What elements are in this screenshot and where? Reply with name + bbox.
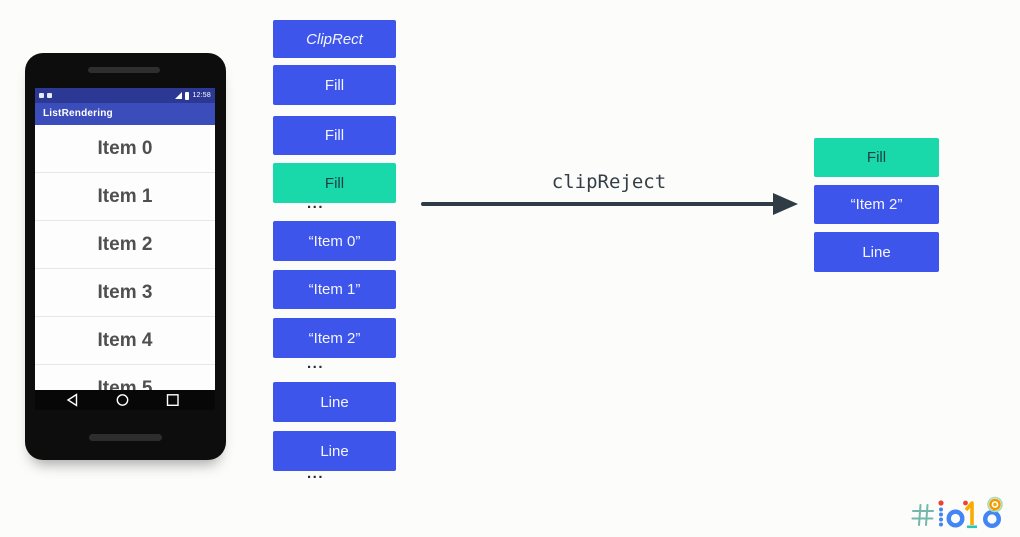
logo-o bbox=[946, 509, 965, 528]
battery-icon bbox=[185, 91, 190, 100]
display-op-fill: Fill bbox=[273, 65, 396, 105]
status-bar: 12:58 bbox=[35, 88, 215, 103]
nav-icons bbox=[66, 393, 179, 407]
display-op-item0: “Item 0” bbox=[273, 221, 396, 261]
app-bar-title: ListRendering bbox=[35, 103, 215, 125]
notification-icon bbox=[39, 93, 44, 98]
arrow-label: clipReject bbox=[551, 171, 667, 193]
phone-screen: 12:58 ListRendering Item 0 Item 1 Item 2… bbox=[35, 88, 215, 390]
signal-icon bbox=[175, 92, 183, 99]
home-icon bbox=[116, 394, 129, 406]
back-icon bbox=[66, 393, 78, 407]
ellipsis: ... bbox=[306, 355, 324, 372]
recents-icon bbox=[166, 394, 179, 407]
arrow-line bbox=[421, 202, 775, 206]
ellipsis: ... bbox=[306, 465, 324, 482]
display-op-fill-highlighted: Fill bbox=[273, 163, 396, 203]
status-indicators: 12:58 bbox=[175, 91, 211, 100]
display-op-fill: Fill bbox=[273, 116, 396, 155]
phone-list-item[interactable]: Item 3 bbox=[35, 269, 215, 317]
display-op-item2: “Item 2” bbox=[273, 318, 396, 358]
phone-list-item[interactable]: Item 5 bbox=[35, 365, 215, 391]
logo-i bbox=[938, 500, 944, 527]
hash-icon bbox=[911, 504, 934, 526]
arrow-head-icon bbox=[773, 193, 798, 215]
display-op-line: Line bbox=[273, 382, 396, 422]
result-op-line: Line bbox=[814, 232, 939, 272]
android-nav-bar bbox=[35, 390, 215, 410]
notification-icon bbox=[47, 93, 52, 98]
status-time: 12:58 bbox=[192, 92, 211, 99]
logo-8 bbox=[982, 496, 1003, 529]
notification-icons bbox=[39, 93, 52, 98]
display-op-cliprect: ClipRect bbox=[273, 20, 396, 58]
ellipsis: ... bbox=[306, 195, 324, 212]
phone-list-item[interactable]: Item 4 bbox=[35, 317, 215, 365]
phone-list-item[interactable]: Item 1 bbox=[35, 173, 215, 221]
logo-1 bbox=[963, 500, 977, 529]
phone-list[interactable]: Item 0 Item 1 Item 2 Item 3 Item 4 Item … bbox=[35, 125, 215, 390]
result-op-item2: “Item 2” bbox=[814, 185, 939, 224]
phone-speaker bbox=[88, 67, 160, 73]
display-op-item1: “Item 1” bbox=[273, 270, 396, 309]
result-op-fill: Fill bbox=[814, 138, 939, 177]
phone-chin-port bbox=[89, 434, 162, 441]
phone-list-item[interactable]: Item 0 bbox=[35, 125, 215, 173]
display-op-line: Line bbox=[273, 431, 396, 471]
io18-logo bbox=[911, 496, 1003, 529]
phone-list-item[interactable]: Item 2 bbox=[35, 221, 215, 269]
phone-mockup: 12:58 ListRendering Item 0 Item 1 Item 2… bbox=[25, 53, 226, 460]
